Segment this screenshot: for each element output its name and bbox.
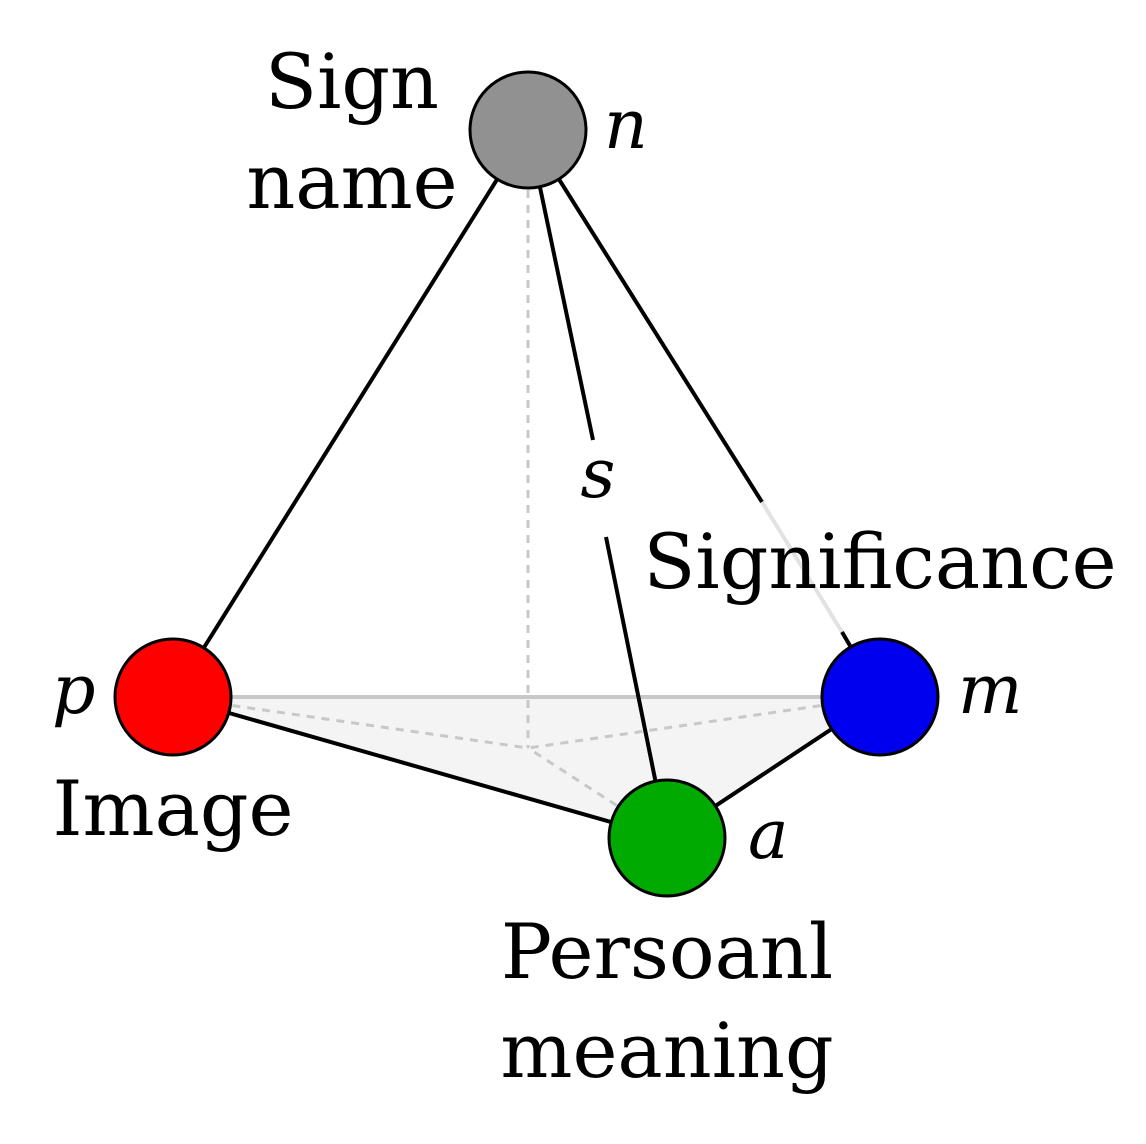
label-significance: Significance xyxy=(643,517,1116,606)
symbol-m: m xyxy=(958,651,1022,730)
symbol-n: n xyxy=(604,86,648,165)
sign-name-node[interactable] xyxy=(468,70,588,190)
label-sign-line1: Sign xyxy=(265,37,439,126)
label-meaning-line1: Persoanl xyxy=(501,907,833,996)
edge-name-image xyxy=(171,128,530,699)
label-meaning-line2: meaning xyxy=(500,1006,833,1095)
personal-meaning-node[interactable] xyxy=(607,778,727,898)
edge-name-significance-faded xyxy=(760,500,844,634)
symbol-p: p xyxy=(52,651,96,730)
label-image: Image xyxy=(52,764,293,853)
label-sign-line2: name xyxy=(246,137,457,226)
image-node[interactable] xyxy=(113,637,233,757)
edge-image-meaning xyxy=(172,695,668,840)
edge-label-s: s xyxy=(581,435,616,514)
significance-node[interactable] xyxy=(820,637,940,757)
edge-name-significance-upper xyxy=(526,128,764,504)
hidden-edge-meaning-center xyxy=(527,746,668,840)
symbol-a: a xyxy=(748,796,789,875)
